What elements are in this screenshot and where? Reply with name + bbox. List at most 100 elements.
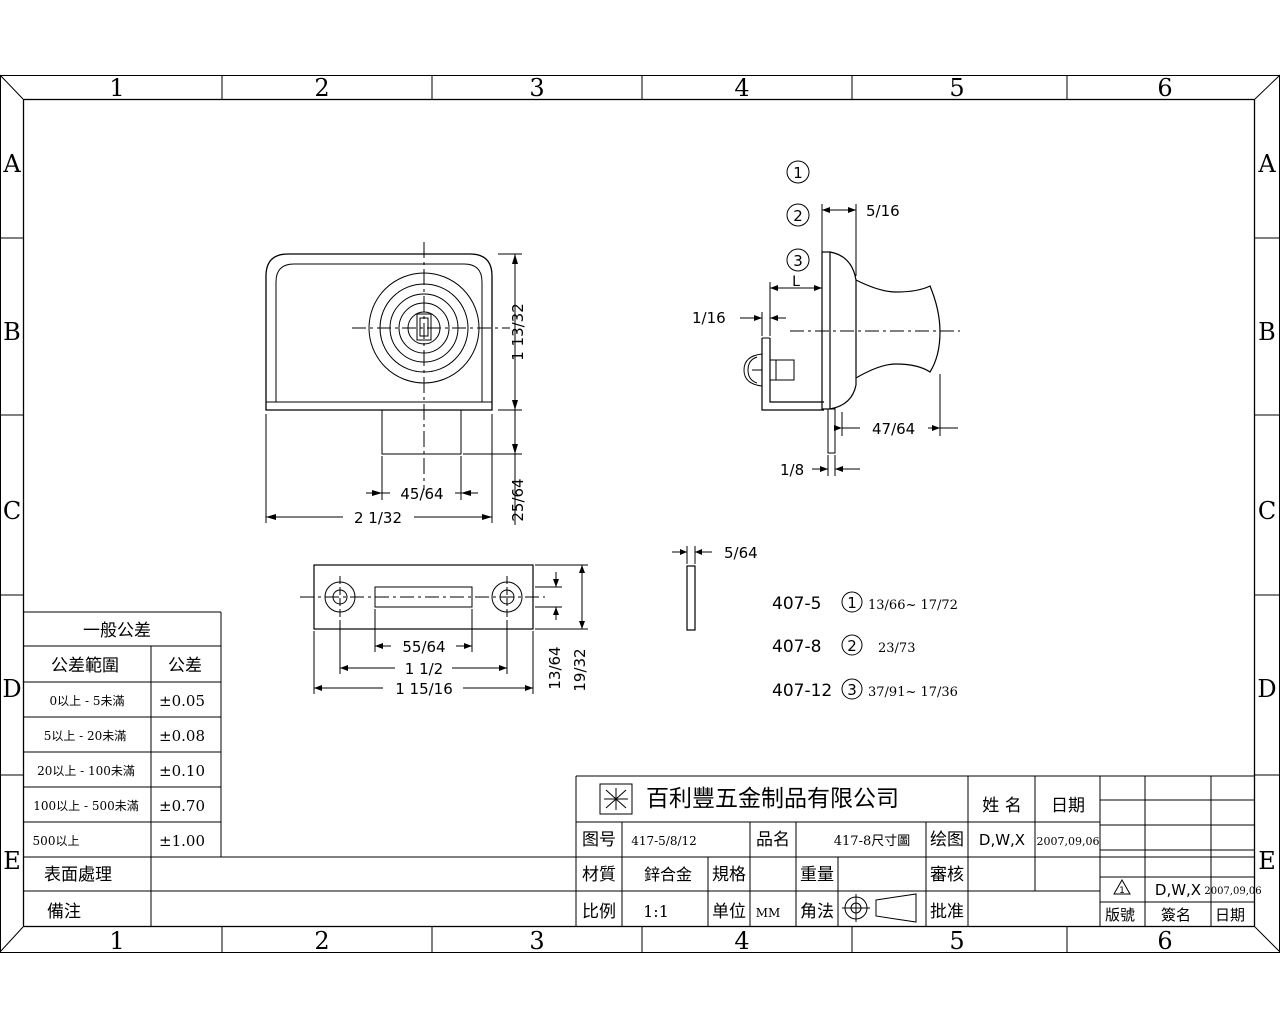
- angle-label: 角法: [800, 902, 834, 922]
- model-marker: 2: [847, 637, 857, 655]
- marker-number: 3: [793, 252, 803, 270]
- front-view: 1 13/32 25/64 45/64 2 1/32: [265, 242, 527, 527]
- revision-date-label: 日期: [1215, 906, 1245, 924]
- model-code: 407-12: [772, 681, 832, 701]
- dim-boss-width: 45/64: [400, 485, 443, 503]
- dim-plate-height: 19/32: [571, 648, 589, 691]
- drawn-label: 绘图: [930, 830, 964, 850]
- scale: 1:1: [643, 902, 669, 921]
- date-label: 日期: [1051, 796, 1085, 816]
- company-logo-icon: [599, 783, 633, 815]
- col-label-bottom: 2: [314, 927, 329, 955]
- dim-shim-thickness: 5/64: [724, 544, 758, 562]
- tolerance-range: 500以上: [33, 834, 80, 848]
- shim: 5/64: [672, 544, 758, 631]
- col-label-bottom: 4: [734, 927, 749, 955]
- name-label: 姓 名: [982, 796, 1021, 816]
- col-label-bottom: 3: [529, 927, 544, 955]
- weight-label: 重量: [800, 865, 834, 885]
- revision-triangle-icon: [1113, 878, 1131, 895]
- tolerance-table: 一般公差 公差範圍 公差 0以上 - 5未滿 5以上 - 20未滿 20以上 -…: [23, 611, 222, 857]
- unit: MM: [756, 906, 781, 920]
- tolerance-value: ±0.70: [159, 797, 205, 815]
- tolerance-value: ±1.00: [159, 832, 205, 850]
- col-label-top: 4: [734, 74, 749, 102]
- model-marker: 1: [847, 594, 857, 612]
- drawing-no-label: 图号: [582, 830, 616, 850]
- tolerance-value: ±0.08: [159, 727, 205, 745]
- company-logo-mark: [604, 788, 628, 810]
- model-range: 13/66~ 17/72: [868, 598, 958, 613]
- model-list: 407-5 1 13/66~ 17/72 407-8 2 23/73 407-1…: [772, 591, 958, 701]
- row-label-left: C: [3, 497, 21, 525]
- col-label-bottom: 5: [949, 927, 964, 955]
- tolerance-range: 5以上 - 20未滿: [44, 729, 127, 743]
- dim-knob-length: 47/64: [872, 420, 915, 438]
- remark-label: 備注: [47, 902, 81, 922]
- row-label-left: A: [2, 150, 21, 178]
- model-range: 37/91~ 17/36: [868, 685, 958, 700]
- unit-label: 单位: [712, 902, 746, 922]
- product-label: 品名: [756, 830, 790, 850]
- model-code: 407-5: [772, 594, 821, 614]
- row-label-right: E: [1258, 847, 1276, 875]
- model-marker: 3: [847, 681, 857, 699]
- col-label-bottom: 6: [1157, 927, 1172, 955]
- dim-hole-spacing: 1 1/2: [405, 660, 443, 678]
- dim-plate-depth: 5/16: [866, 202, 900, 220]
- tolerance-value: ±0.10: [159, 762, 205, 780]
- approve-label: 批准: [930, 902, 964, 922]
- revision-name: D,W,X: [1155, 881, 1201, 899]
- col-label-bottom: 1: [109, 927, 124, 955]
- dim-slot-width: 13/64: [546, 646, 564, 689]
- version-label: 版號: [1105, 906, 1135, 924]
- company-name: 百利豐五金制品有限公司: [646, 786, 899, 812]
- spec-label: 規格: [712, 865, 746, 885]
- tolerance-value: ±0.05: [159, 692, 205, 710]
- check-label: 審核: [930, 865, 964, 885]
- title-block: 百利豐五金制品有限公司 姓 名 日期 图号 417-5/8/12 品名 417-…: [575, 775, 1262, 926]
- col-label-top: 6: [1157, 74, 1172, 102]
- col-label-top: 5: [949, 74, 964, 102]
- row-label-right: D: [1257, 675, 1276, 703]
- row-label-right: B: [1258, 318, 1276, 346]
- dim-slot-length: 55/64: [402, 638, 445, 656]
- dim-front-height: 1 13/32: [509, 303, 527, 361]
- dim-plate-length: 1 15/16: [395, 680, 453, 698]
- col-label-top: 1: [109, 74, 124, 102]
- tolerance-col-tol: 公差: [168, 656, 202, 676]
- col-label-top: 2: [314, 74, 329, 102]
- marker-number: 1: [793, 164, 803, 182]
- row-label-left: B: [3, 318, 21, 346]
- scale-label: 比例: [582, 902, 616, 922]
- surface-label: 表面處理: [44, 865, 112, 885]
- tolerance-range: 20以上 - 100未滿: [37, 764, 135, 778]
- col-label-top: 3: [529, 74, 544, 102]
- dim-boss-height: 25/64: [509, 478, 527, 521]
- tolerance-range: 100以上 - 500未滿: [33, 799, 139, 813]
- tolerance-col-range: 公差範圍: [51, 656, 119, 676]
- row-label-right: A: [1257, 150, 1276, 178]
- dim-gap: L: [792, 274, 800, 290]
- drawn-date: 2007,09,06: [1037, 835, 1100, 848]
- tolerance-range: 0以上 - 5未滿: [50, 694, 125, 708]
- marker-number: 2: [793, 207, 803, 225]
- side-view: 1 2 3 5/16 L: [692, 160, 960, 479]
- material-label: 材質: [582, 865, 616, 885]
- model-range: 23/73: [878, 641, 915, 656]
- revision-date: 2007,09,06: [1204, 886, 1261, 897]
- model-code: 407-8: [772, 637, 821, 657]
- marker-circle: [786, 248, 810, 272]
- drawn-by: D,W,X: [979, 831, 1025, 849]
- notes-rows: 表面處理 備注: [23, 856, 1254, 926]
- marker-circle: [786, 203, 810, 227]
- marker-circle: [786, 160, 810, 184]
- row-label-left: D: [2, 675, 21, 703]
- product-name: 417-8尺寸圖: [834, 834, 910, 849]
- material: 鋅合金: [644, 865, 692, 884]
- drawing-no: 417-5/8/12: [631, 834, 697, 848]
- dim-bracket-thickness: 1/16: [692, 309, 726, 327]
- revision-symbol: 1: [1119, 886, 1125, 896]
- strike-plate: 55/64 1 1/2 1 15/16 13/64 19/32: [300, 564, 589, 698]
